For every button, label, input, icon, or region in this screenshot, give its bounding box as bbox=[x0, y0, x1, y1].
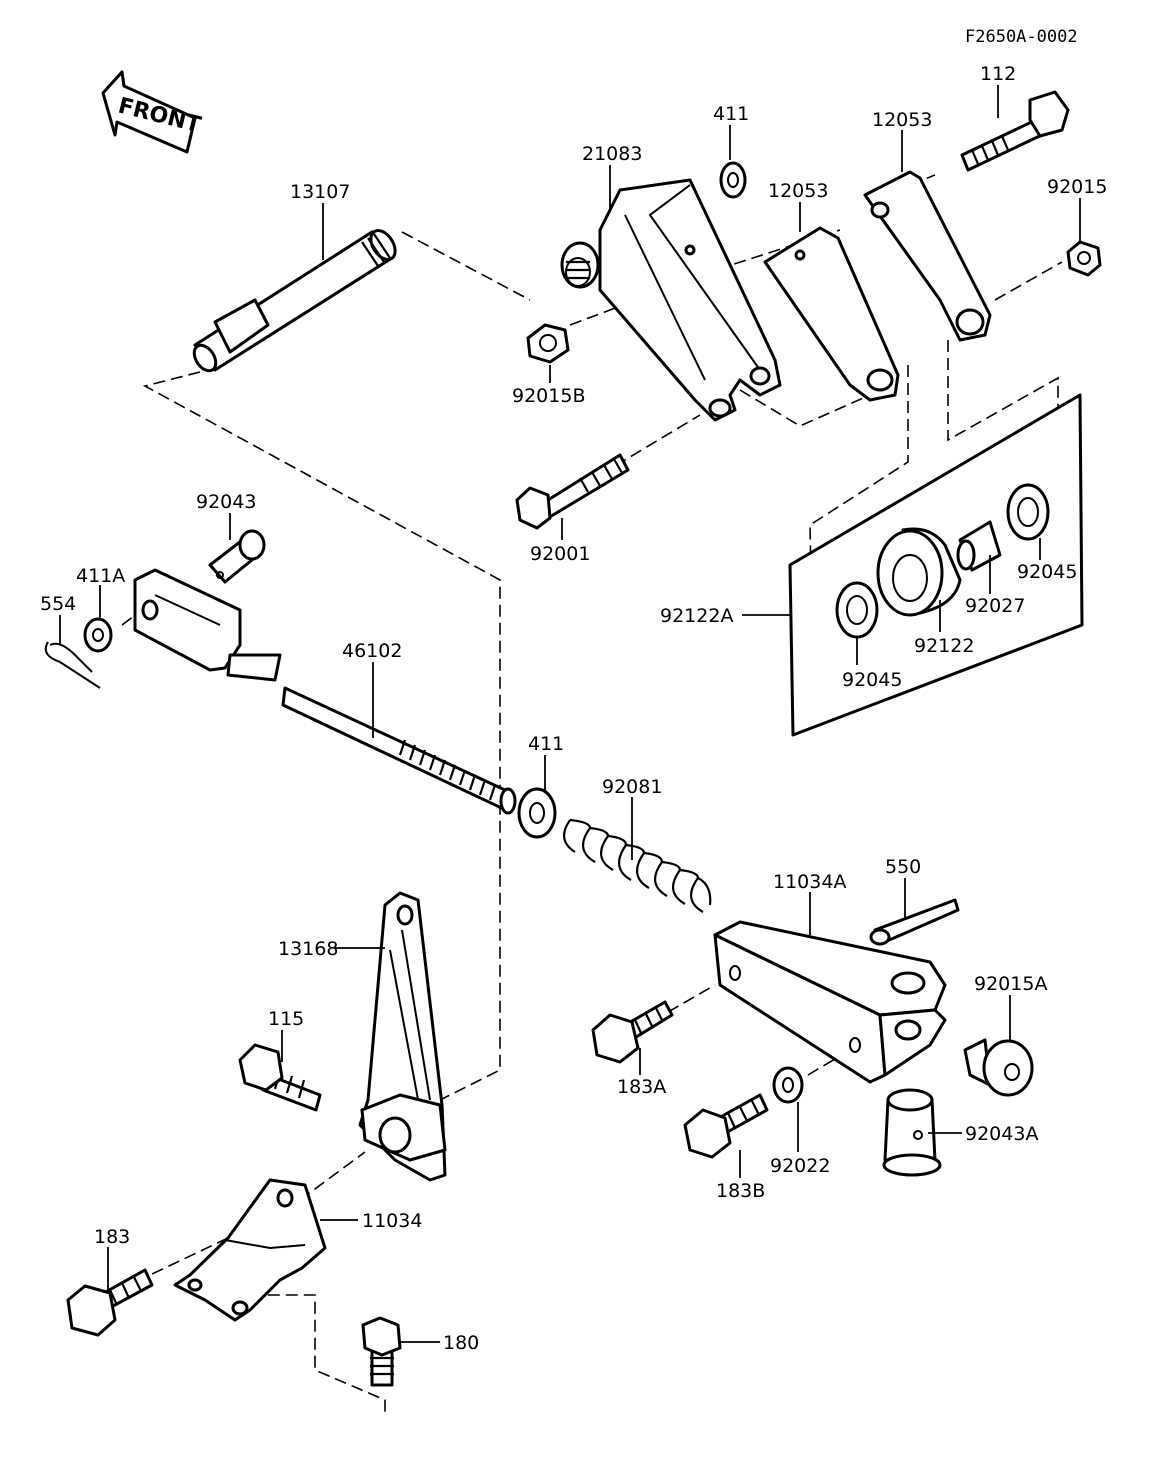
bracket-11034 bbox=[173, 1178, 327, 1322]
label-92043A: 92043A bbox=[965, 1123, 1038, 1145]
label-411-top: 411 bbox=[713, 103, 749, 125]
bolt-92001 bbox=[515, 453, 630, 530]
nut-92015B bbox=[526, 323, 570, 364]
label-92045-bottom: 92045 bbox=[842, 669, 902, 691]
label-112: 112 bbox=[980, 63, 1016, 85]
arm-13168 bbox=[358, 891, 447, 1182]
knob-92015A bbox=[963, 1038, 1034, 1097]
bracket-11034A bbox=[713, 920, 947, 1084]
rod-46102 bbox=[281, 686, 517, 815]
label-183B: 183B bbox=[716, 1180, 765, 1202]
label-92122A: 92122A bbox=[660, 605, 733, 627]
label-13168: 13168 bbox=[278, 938, 338, 960]
bolt-183B bbox=[683, 1093, 769, 1159]
shaft-13107 bbox=[192, 229, 397, 373]
label-92043: 92043 bbox=[196, 491, 256, 513]
bolt-180 bbox=[361, 1316, 402, 1387]
spring-92081 bbox=[563, 818, 712, 913]
link-12053-right bbox=[863, 170, 992, 342]
clevis-pin-92043 bbox=[208, 529, 266, 584]
label-92081: 92081 bbox=[602, 776, 662, 798]
bell-crank-21083 bbox=[560, 178, 782, 422]
nut-92015 bbox=[1066, 240, 1102, 277]
label-13107: 13107 bbox=[290, 181, 350, 203]
link-12053-middle bbox=[763, 226, 900, 402]
washer-411A bbox=[83, 617, 113, 653]
label-554: 554 bbox=[40, 593, 76, 615]
bolt-183A bbox=[591, 1000, 674, 1064]
label-411-mid: 411 bbox=[528, 733, 564, 755]
label-92027: 92027 bbox=[965, 595, 1025, 617]
bolt-112 bbox=[960, 90, 1070, 172]
label-92122: 92122 bbox=[914, 635, 974, 657]
label-411A: 411A bbox=[76, 565, 125, 587]
label-183A: 183A bbox=[617, 1076, 666, 1098]
bolt-115 bbox=[238, 1043, 322, 1112]
label-92015: 92015 bbox=[1047, 176, 1107, 198]
washer-411-mid bbox=[517, 787, 557, 839]
washer-411-top bbox=[719, 161, 747, 199]
label-11034: 11034 bbox=[362, 1210, 422, 1232]
cotter-pin-550 bbox=[869, 898, 960, 946]
bolt-183 bbox=[66, 1268, 154, 1337]
front-arrow-icon: FRONT bbox=[101, 70, 203, 154]
label-180: 180 bbox=[443, 1332, 479, 1354]
label-183: 183 bbox=[94, 1226, 130, 1248]
washer-92022 bbox=[772, 1066, 804, 1104]
label-46102: 46102 bbox=[342, 640, 402, 662]
clevis-pin-92043A bbox=[882, 1088, 942, 1177]
label-92015A: 92015A bbox=[974, 973, 1047, 995]
bearing-kit-92122A bbox=[788, 393, 1084, 737]
label-92045-right: 92045 bbox=[1017, 561, 1077, 583]
label-550: 550 bbox=[885, 856, 921, 878]
label-11034A: 11034A bbox=[773, 871, 846, 893]
label-115: 115 bbox=[268, 1008, 304, 1030]
clevis-yoke bbox=[133, 568, 282, 682]
label-92015B: 92015B bbox=[512, 385, 585, 407]
clip-554 bbox=[44, 641, 101, 689]
label-21083: 21083 bbox=[582, 143, 642, 165]
label-92001: 92001 bbox=[530, 543, 590, 565]
label-12053-right: 12053 bbox=[872, 109, 932, 131]
label-12053-middle: 12053 bbox=[768, 180, 828, 202]
figure-code: F2650A-0002 bbox=[965, 27, 1078, 47]
label-92022: 92022 bbox=[770, 1155, 830, 1177]
leader-lines bbox=[59, 85, 1081, 1343]
